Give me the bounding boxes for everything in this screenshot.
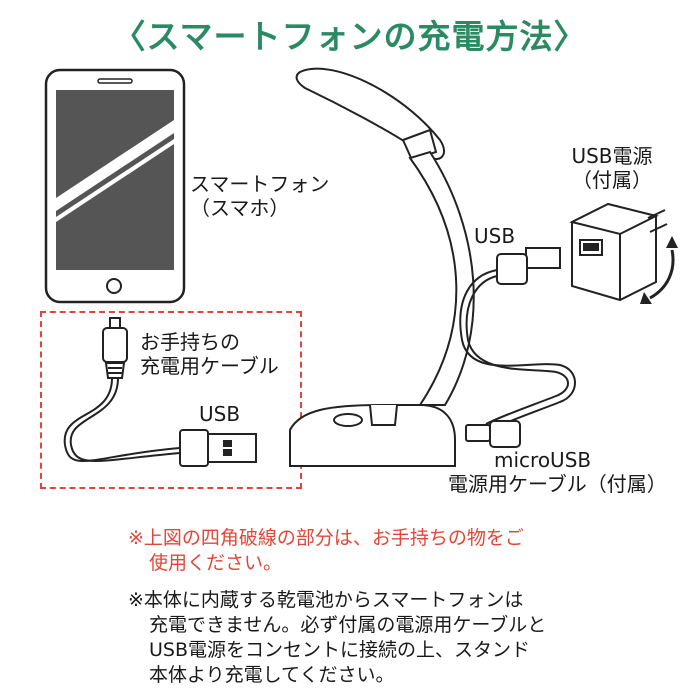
usb-right-label: USB: [474, 224, 516, 248]
note1-mark: ※: [128, 527, 144, 549]
note2-mark: ※: [128, 589, 144, 611]
note-warning: ※ 上図の四角破線の部分は、お手持ちの物をご 使用ください。: [128, 526, 688, 576]
note2-line4: 本体より充電してください。: [149, 664, 395, 686]
note1-line2: 使用ください。: [149, 552, 283, 574]
smartphone-label: スマートフォン （スマホ）: [190, 172, 329, 220]
own-cable-label: お手持ちの 充電用ケーブル: [140, 330, 279, 378]
note2-line3: USB電源をコンセントに接続の上、スタンド: [149, 639, 531, 661]
smartphone-label-line1: スマートフォン: [190, 172, 330, 196]
own-cable-illustration: [63, 317, 257, 467]
adapter-label-line2: （付属）: [572, 168, 652, 192]
microusb-label-line1: microUSB: [494, 448, 592, 472]
supplied-cable-illustration: [459, 247, 576, 448]
smartphone-label-line2: （スマホ）: [190, 196, 290, 220]
notes: ※ 上図の四角破線の部分は、お手持ちの物をご 使用ください。 ※ 本体に内蔵する…: [128, 526, 688, 688]
note2-line1: 本体に内蔵する乾電池からスマートフォンは: [143, 589, 524, 611]
note2-line2: 充電できません。必ず付属の電源用ケーブルと: [149, 614, 547, 636]
usb-adapter-illustration: [569, 202, 668, 302]
microusb-label-line2: 電源用ケーブル（付属）: [448, 472, 667, 496]
page-title: 〈スマートフォンの充電方法〉: [112, 17, 588, 56]
desk-lamp-illustration: [289, 67, 475, 467]
smartphone-illustration: [44, 68, 186, 304]
adapter-label: USB電源 （付属）: [562, 144, 662, 192]
note-info: ※ 本体に内蔵する乾電池からスマートフォンは 充電できません。必ず付属の電源用ケ…: [128, 588, 688, 688]
usb-left-label: USB: [199, 402, 241, 426]
rotate-arrow-head-bottom: [640, 292, 652, 304]
note1-line1: 上図の四角破線の部分は、お手持ちの物をご: [143, 527, 524, 549]
own-cable-label-line2: 充電用ケーブル: [140, 354, 279, 378]
own-cable-label-line1: お手持ちの: [140, 330, 240, 354]
microusb-cable-label: microUSB 電源用ケーブル（付属）: [448, 448, 667, 496]
rotate-arrow-icon: [649, 249, 675, 300]
adapter-label-line1: USB電源: [571, 144, 653, 168]
own-items-dashed-box: [40, 311, 302, 489]
rotate-arrow-head-top: [666, 236, 678, 248]
